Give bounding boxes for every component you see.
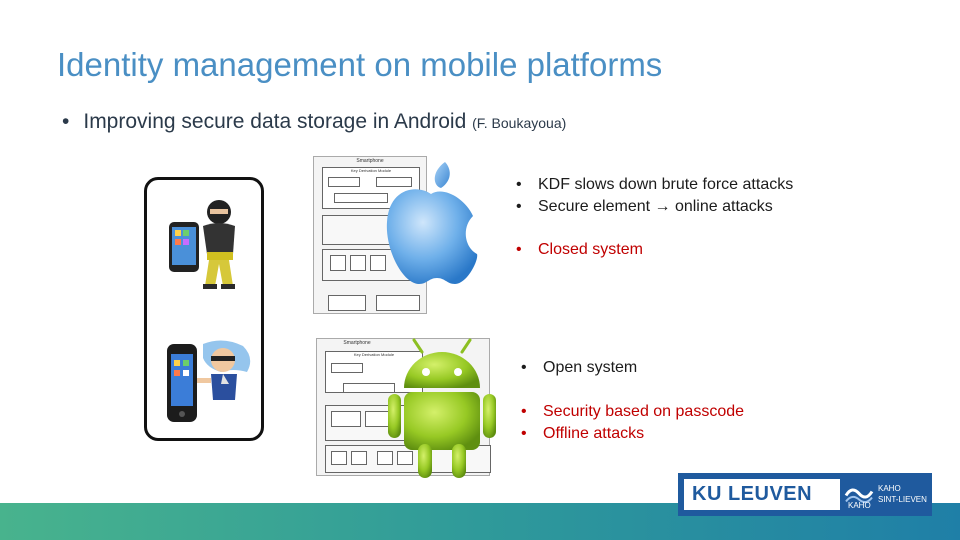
ios-closed-system: •Closed system	[516, 241, 643, 258]
main-bullet: • Improving secure data storage in Androi…	[62, 110, 566, 134]
diagram-module-label: Key Derivation Module	[353, 352, 395, 357]
diagram-box	[343, 383, 395, 393]
diagram-box	[397, 451, 413, 465]
logo-main-text: KU LEUVEN	[692, 483, 813, 505]
diagram-header: Smartphone	[356, 158, 384, 164]
logo-kaho-text: KAHO	[848, 501, 871, 510]
diagram-module-label: Key Derivation Module	[350, 168, 392, 173]
android-robot-icon	[388, 338, 496, 478]
ios-points: •KDF slows down brute force attacks •Sec…	[516, 174, 793, 218]
bullet-marker: •	[62, 110, 70, 133]
diagram-box	[331, 451, 347, 465]
diagram-box	[330, 255, 346, 271]
author-credit: (F. Boukayoua)	[472, 115, 567, 131]
diagram-box	[331, 363, 363, 373]
diagram-box	[370, 255, 386, 271]
main-bullet-text: Improving secure data storage in Android	[83, 110, 467, 133]
diagram-box	[334, 193, 388, 203]
diagram-box	[351, 451, 367, 465]
android-point: •Offline attacks	[521, 425, 645, 442]
diagram-box	[328, 177, 360, 187]
hacker-with-phone-icon	[167, 340, 251, 422]
apple-logo-icon	[386, 162, 478, 284]
diagram-box	[328, 295, 366, 311]
android-point: •Security based on passcode	[521, 403, 745, 420]
logo-main-panel: KU LEUVEN	[684, 479, 840, 510]
ios-point: •KDF slows down brute force attacks	[516, 176, 794, 193]
diagram-box	[331, 411, 361, 427]
android-points: •Security based on passcode •Offline att…	[521, 401, 744, 445]
diagram-header: Smartphone	[343, 340, 371, 346]
slide-title: Identity management on mobile platforms	[57, 46, 663, 83]
logo-side-text: KAHO SINT-LIEVEN	[878, 484, 927, 504]
diagram-box	[376, 295, 420, 311]
thief-with-phone-icon	[169, 200, 235, 289]
threat-illustration-frame	[144, 177, 264, 441]
kaho-wave-icon	[844, 488, 874, 504]
diagram-box	[350, 255, 366, 271]
ios-point: •Secure element → online attacks	[516, 198, 773, 215]
diagram-box	[377, 451, 393, 465]
android-open-system: •Open system	[521, 359, 638, 376]
ku-leuven-logo: KU LEUVEN KAHO KAHO SINT-LIEVEN	[678, 473, 932, 516]
diagram-box	[376, 177, 412, 187]
